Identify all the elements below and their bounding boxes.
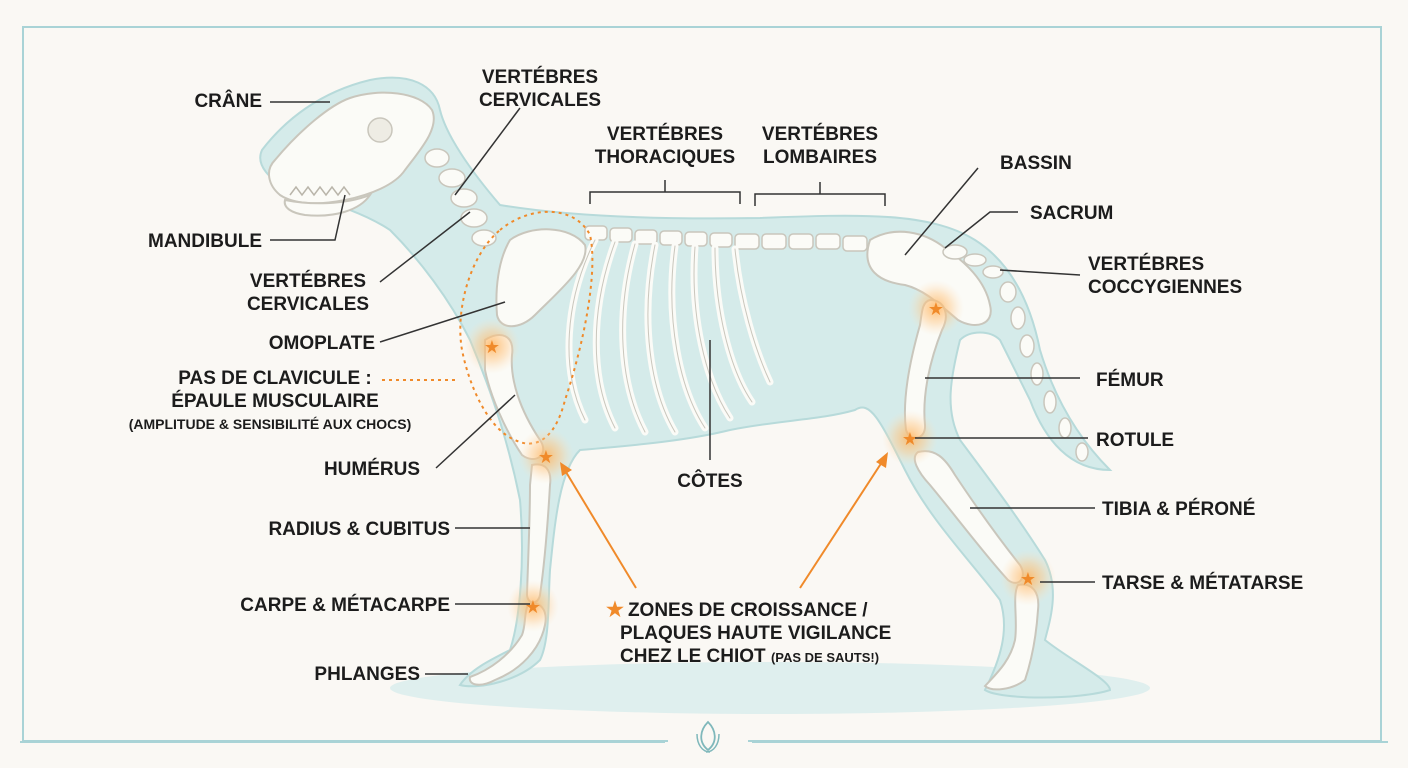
svg-text:★: ★ <box>1020 569 1036 590</box>
label-line: VERTÉBRES <box>590 123 740 146</box>
svg-text:★: ★ <box>525 597 541 618</box>
label-line: PAS DE CLAVICULE : <box>100 367 430 390</box>
label-omoplate: OMOPLATE <box>230 332 375 355</box>
thoracic-bracket <box>590 180 740 204</box>
label-carpe: CARPE & MÉTACARPE <box>220 594 450 617</box>
star-icon: ★ <box>606 599 624 621</box>
label-cervicales-top: VERTÉBRES CERVICALES <box>470 66 610 112</box>
label-line: LOMBAIRES <box>755 146 885 169</box>
label-tarse: TARSE & MÉTATARSE <box>1102 572 1303 595</box>
svg-text:★: ★ <box>928 299 944 320</box>
growth-note-line2: PLAQUES HAUTE VIGILANCE <box>606 622 891 645</box>
svg-text:★: ★ <box>902 429 918 450</box>
label-line: ÉPAULE MUSCULAIRE <box>100 390 430 413</box>
footer-logo <box>20 722 1388 754</box>
label-line: VERTÉBRES <box>470 66 610 89</box>
label-humerus: HUMÉRUS <box>280 458 420 481</box>
label-line: CERVICALES <box>470 89 610 112</box>
label-sacrum: SACRUM <box>1030 202 1113 225</box>
growth-note-line1: ZONES DE CROISSANCE / <box>628 600 868 621</box>
growth-note-sub: (PAS DE SAUTS!) <box>771 650 879 665</box>
eye-socket <box>368 118 392 142</box>
label-line: VERTÉBRES <box>238 270 378 293</box>
label-coccygiennes: VERTÉBRES COCCYGIENNES <box>1088 253 1242 299</box>
label-cervicales-left: VERTÉBRES CERVICALES <box>238 270 378 316</box>
label-line: (AMPLITUDE & SENSIBILITÉ AUX CHOCS) <box>100 413 440 436</box>
label-line: CERVICALES <box>238 293 378 316</box>
label-line: THORACIQUES <box>590 146 740 169</box>
lumbar-bracket <box>755 182 885 206</box>
label-tibia: TIBIA & PÉRONÉ <box>1102 498 1255 521</box>
label-line: COCCYGIENNES <box>1088 276 1242 299</box>
label-line: VERTÉBRES <box>1088 253 1242 276</box>
svg-text:★: ★ <box>484 337 500 358</box>
label-mandibule: MANDIBULE <box>120 230 262 253</box>
label-femur: FÉMUR <box>1096 369 1164 392</box>
growth-zones-note: ★ZONES DE CROISSANCE / PLAQUES HAUTE VIG… <box>606 599 891 669</box>
label-lombaires: VERTÉBRES LOMBAIRES <box>755 123 885 169</box>
label-line: VERTÉBRES <box>755 123 885 146</box>
label-rotule: ROTULE <box>1096 429 1174 452</box>
label-crane: CRÂNE <box>160 90 262 113</box>
label-thoraciques: VERTÉBRES THORACIQUES <box>590 123 740 169</box>
label-phalanges: PHLANGES <box>280 663 420 686</box>
label-cotes: CÔTES <box>660 470 760 493</box>
label-radius: RADIUS & CUBITUS <box>230 518 450 541</box>
svg-text:★: ★ <box>538 447 554 468</box>
growth-note-line3: CHEZ LE CHIOT <box>620 646 771 667</box>
label-clavicule: PAS DE CLAVICULE : ÉPAULE MUSCULAIRE (AM… <box>100 367 440 436</box>
label-bassin: BASSIN <box>1000 152 1072 175</box>
